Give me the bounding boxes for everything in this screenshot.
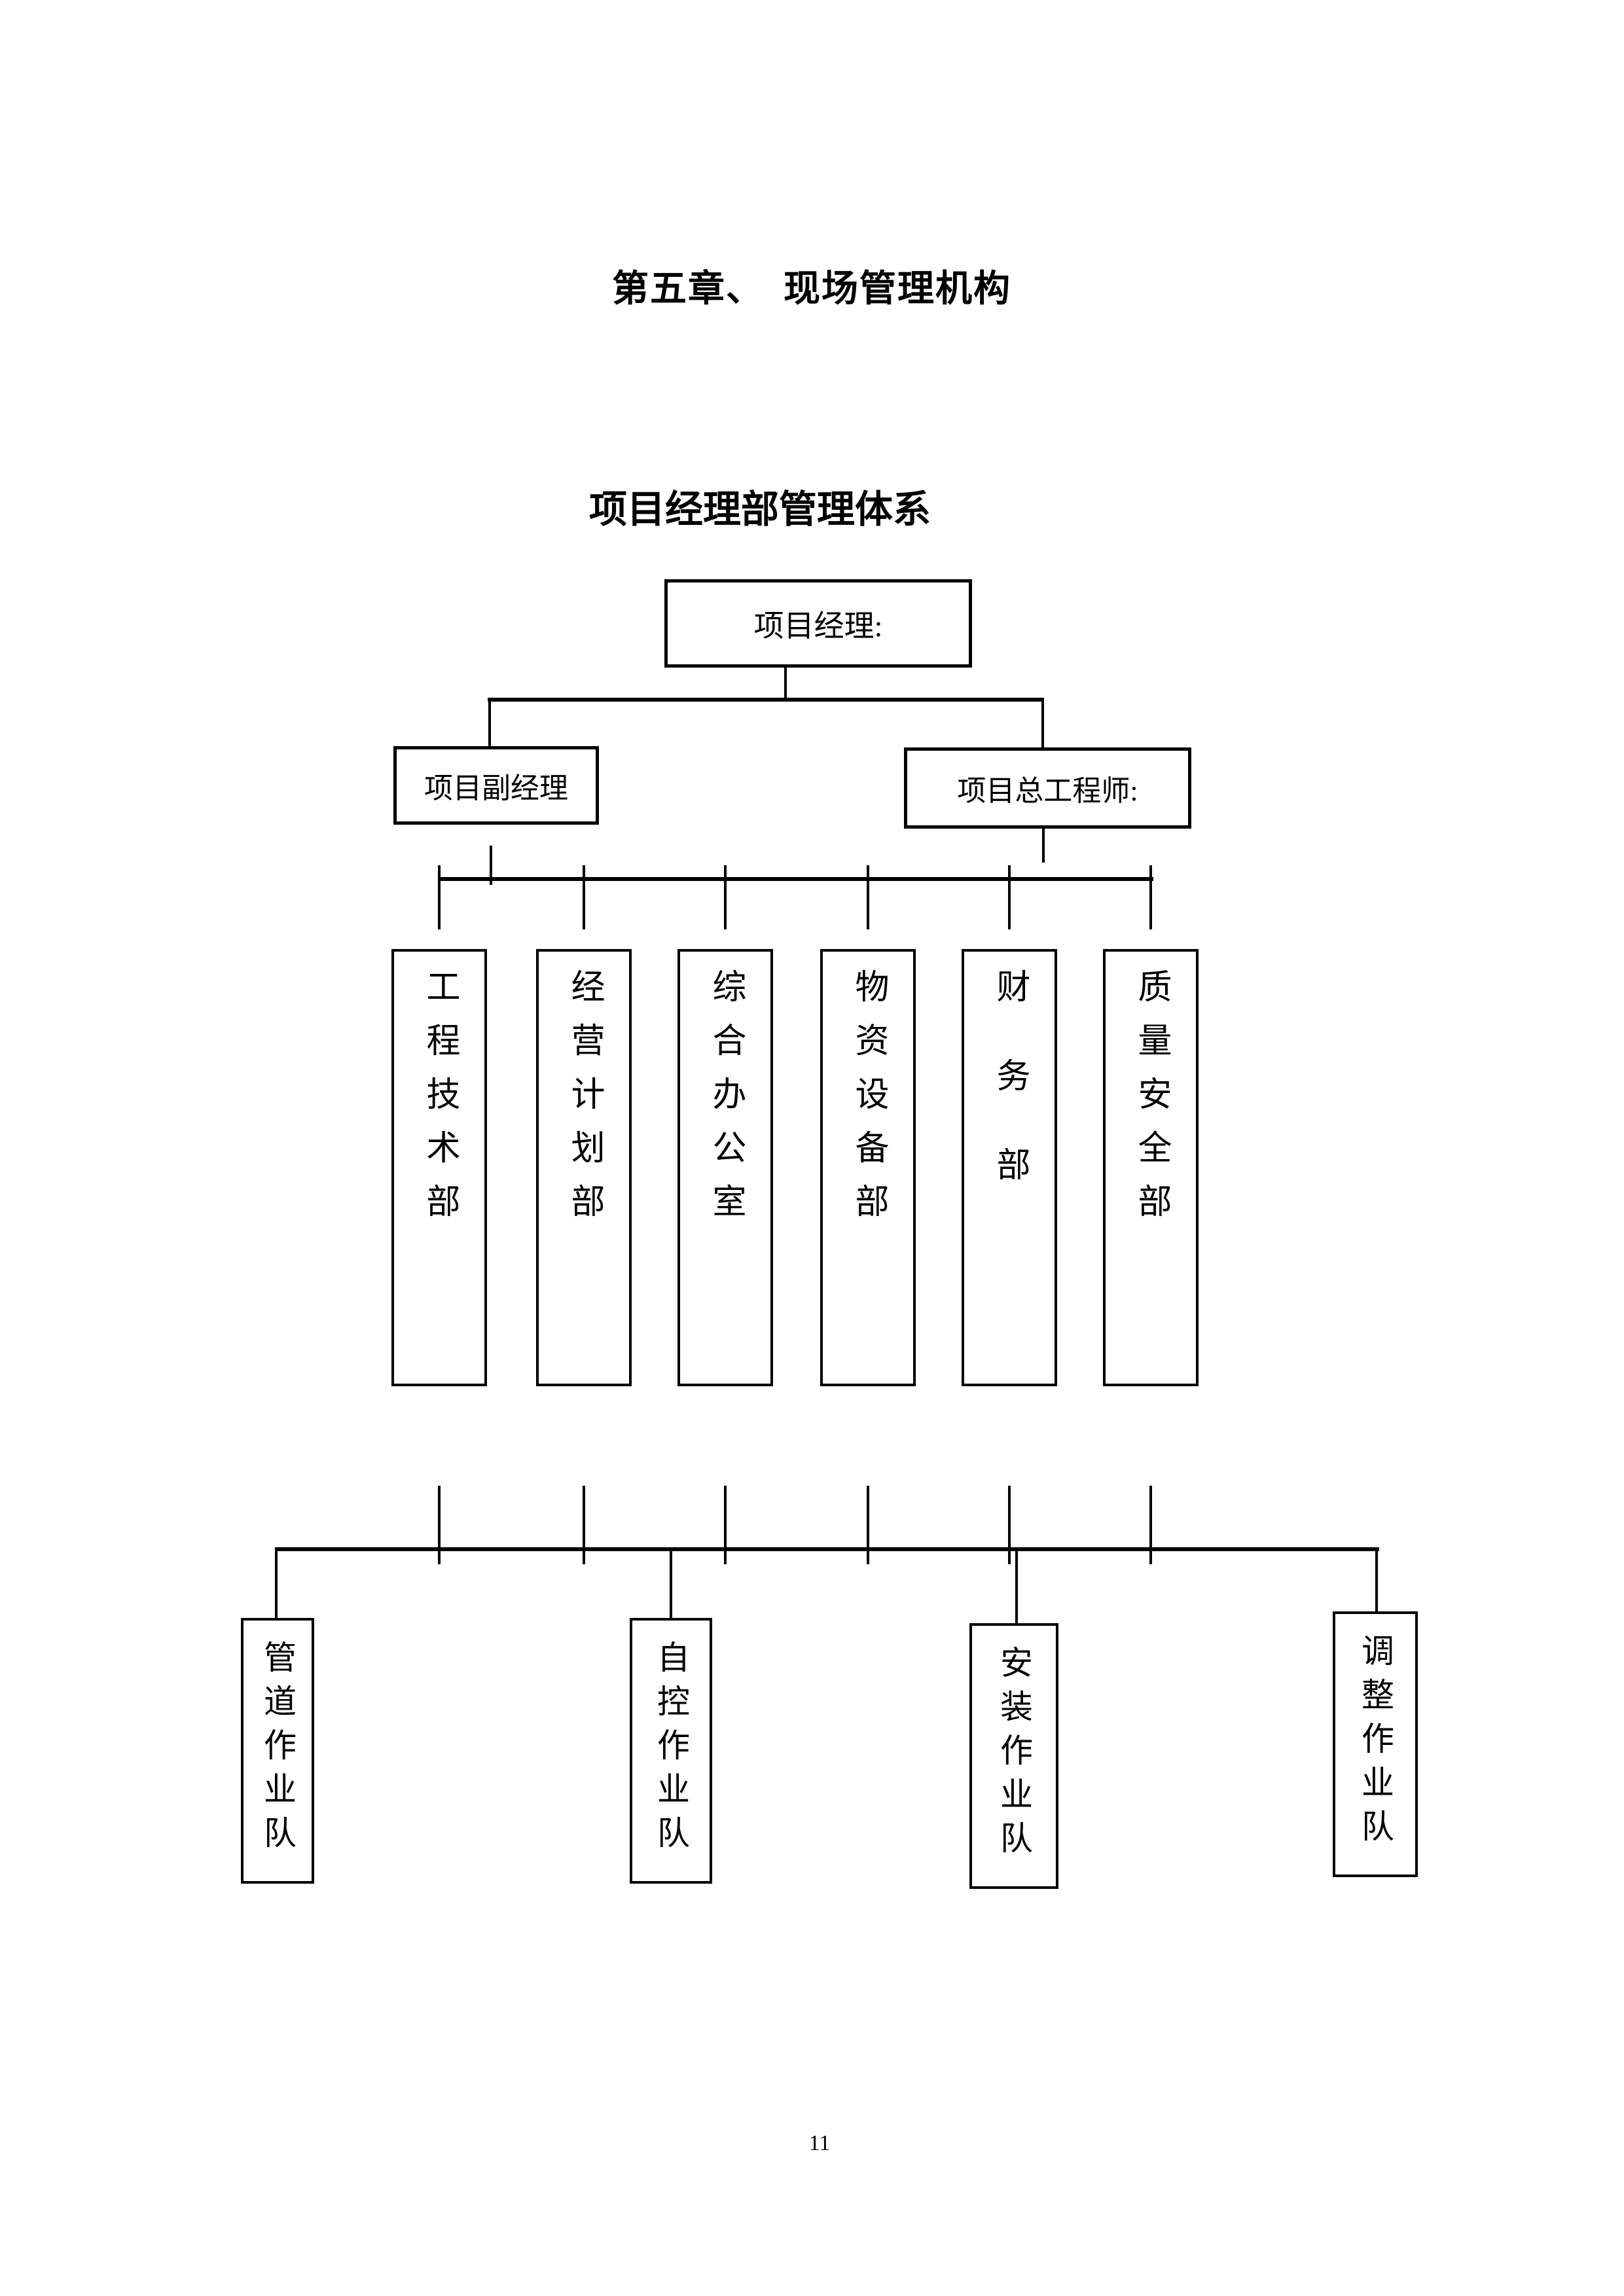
node-general-office: 综合办公室 bbox=[677, 949, 773, 1386]
team-label: 安装作业队 bbox=[996, 1645, 1032, 1865]
node-quality-safety-dept: 质量安全部 bbox=[1103, 949, 1199, 1386]
node-adjustment-work-team: 调整作业队 bbox=[1333, 1611, 1418, 1877]
page-number: 11 bbox=[808, 2131, 831, 2155]
node-pipeline-work-team: 管道作业队 bbox=[241, 1618, 314, 1884]
connector-line bbox=[439, 877, 1153, 881]
connector-line bbox=[1041, 702, 1044, 750]
connector-line bbox=[1375, 1551, 1378, 1613]
dept-label: 经营计划部 bbox=[566, 969, 603, 1237]
team-label: 管道作业队 bbox=[259, 1640, 296, 1859]
team-label: 调整作业队 bbox=[1357, 1634, 1394, 1853]
connector-line bbox=[1008, 1486, 1011, 1564]
connector-line bbox=[1042, 829, 1045, 863]
node-engineering-technology-dept: 工程技术部 bbox=[391, 949, 487, 1386]
connector-line bbox=[784, 668, 787, 699]
connector-line bbox=[583, 865, 585, 929]
dept-label: 质量安全部 bbox=[1132, 969, 1170, 1237]
node-finance-dept: 财务部 bbox=[962, 949, 1057, 1386]
node-chief-engineer: 项目总工程师: bbox=[904, 747, 1191, 829]
dept-label: 工程技术部 bbox=[421, 969, 458, 1237]
node-automation-work-team: 自控作业队 bbox=[630, 1618, 712, 1884]
connector-line bbox=[867, 1486, 869, 1564]
team-label: 自控作业队 bbox=[653, 1640, 689, 1859]
node-project-manager: 项目经理: bbox=[664, 579, 972, 668]
dept-label: 财务部 bbox=[991, 969, 1028, 1236]
connector-line bbox=[1015, 1551, 1018, 1624]
connector-line bbox=[724, 865, 727, 929]
connector-line bbox=[1008, 865, 1011, 929]
connector-line bbox=[488, 702, 491, 746]
chapter-title: 第五章、 现场管理机构 bbox=[612, 269, 1011, 310]
connector-line bbox=[867, 865, 869, 929]
node-business-planning-dept: 经营计划部 bbox=[536, 949, 632, 1386]
connector-line bbox=[275, 1547, 1379, 1551]
node-installation-work-team: 安装作业队 bbox=[969, 1623, 1058, 1889]
connector-line bbox=[583, 1486, 585, 1564]
dept-label: 物资设备部 bbox=[850, 969, 887, 1237]
dept-label: 综合办公室 bbox=[707, 969, 744, 1237]
connector-line bbox=[488, 698, 1044, 702]
connector-line bbox=[275, 1551, 278, 1619]
connector-line bbox=[438, 1486, 441, 1564]
node-material-equipment-dept: 物资设备部 bbox=[820, 949, 916, 1386]
connector-line bbox=[490, 846, 492, 885]
connector-line bbox=[1149, 1486, 1152, 1564]
node-deputy-project-manager: 项目副经理 bbox=[393, 746, 599, 825]
diagram-title: 项目经理部管理体系 bbox=[589, 488, 931, 531]
connector-line bbox=[670, 1551, 672, 1619]
connector-line bbox=[1149, 865, 1152, 929]
connector-line bbox=[724, 1486, 727, 1564]
connector-line bbox=[438, 865, 441, 929]
